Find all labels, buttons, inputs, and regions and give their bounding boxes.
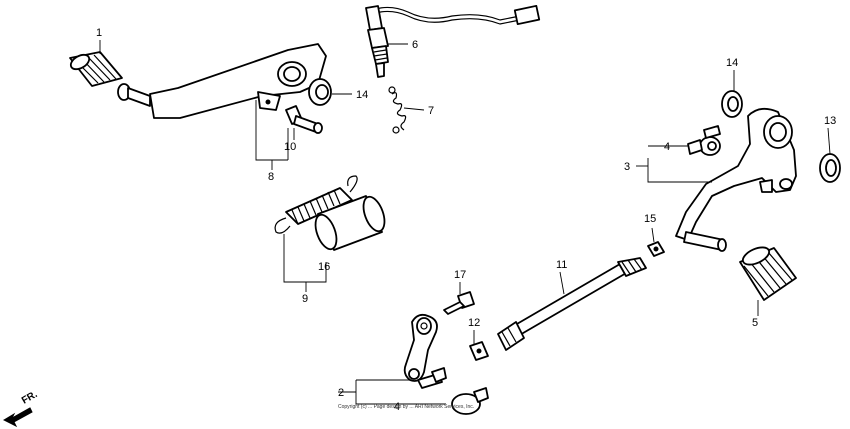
callout-14-right: 14 [726,57,738,69]
gear-pedal-rubber-5 [739,246,797,301]
joint-knob-4 [451,387,489,415]
callout-2: 2 [338,387,344,399]
callout-12: 12 [468,317,480,329]
washer-13 [819,153,841,183]
callout-1: 1 [96,27,102,39]
callout-8: 8 [268,171,274,183]
callout-4-right: 4 [664,141,670,153]
gearshift-pedal-3 [675,107,797,252]
brake-switch-6 [365,4,541,78]
washer-14-right [721,90,743,118]
copyright-text: Copyright (c) ... Page design by ... ARI… [338,404,474,410]
callout-16: 16 [318,261,330,273]
front-direction-arrow-icon: FR. [2,389,40,428]
bolt-17 [443,291,475,315]
callout-14-left: 14 [356,89,368,101]
nut-12 [469,341,489,361]
callout-6: 6 [412,39,418,51]
callout-10: 10 [284,141,296,153]
adjust-bolt-10 [285,105,323,134]
callout-7: 7 [428,105,434,117]
leader-lines [99,40,831,405]
callout-5: 5 [752,317,758,329]
nut-15 [647,241,665,257]
callout-4-bottom: 4 [394,401,400,413]
pedal-washer-14 [308,78,332,106]
callout-17: 17 [454,269,466,281]
return-spring-9 [274,175,358,234]
joint-4-right [687,125,721,156]
switch-spring-7 [388,86,407,134]
callout-11: 11 [556,259,567,271]
brake-pedal-arm [117,43,327,119]
shift-arm-2 [403,313,447,389]
shift-rod-11 [497,257,647,351]
callout-15: 15 [644,213,656,225]
direction-label: FR. [20,389,40,407]
brake-pedal-rubber [69,51,123,87]
callout-3: 3 [624,161,630,173]
callout-13: 13 [824,115,836,127]
collar-16 [314,195,386,251]
callout-9: 9 [302,293,308,305]
